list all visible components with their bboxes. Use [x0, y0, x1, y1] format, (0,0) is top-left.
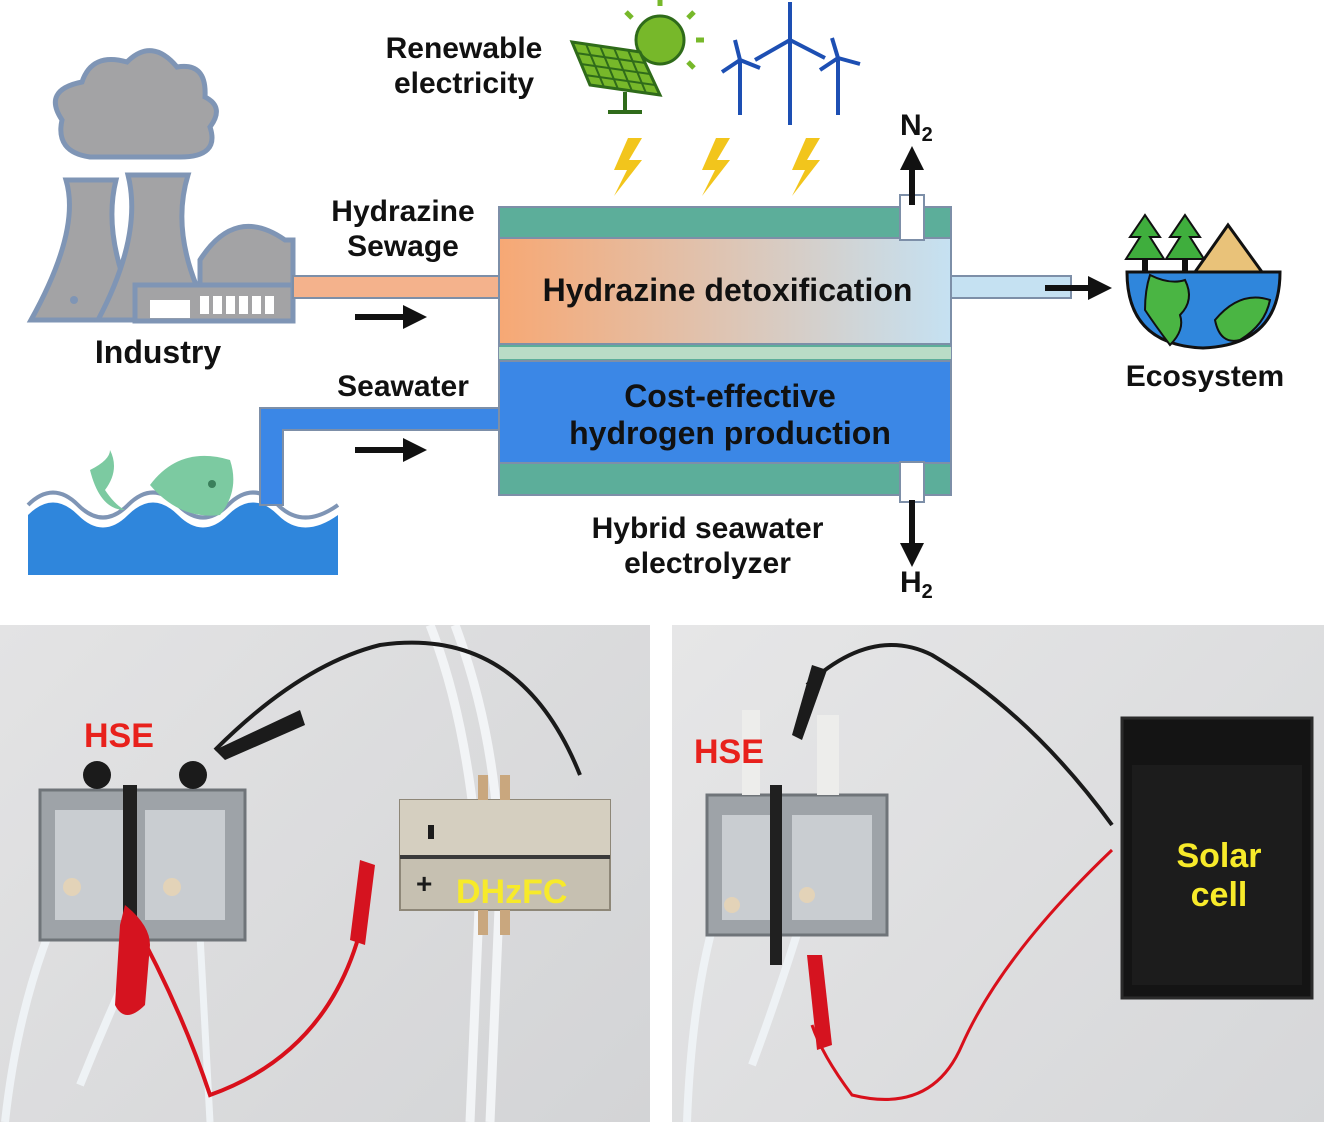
lightning-bolt-icon — [614, 138, 820, 196]
photo-hse-dhzfc: + HSE DHzFC — [0, 625, 650, 1122]
seawater-label: Seawater — [337, 370, 469, 403]
renewable-electricity-label: Renewable electricity — [364, 32, 564, 101]
renewable-line-1: Renewable — [385, 32, 543, 65]
hydrogen-line-2: hydrogen production — [569, 414, 891, 451]
electrolyzer-line-2: electrolyzer — [624, 546, 791, 580]
hydrazine-sewage-label: Hydrazine Sewage — [313, 195, 493, 264]
right-hse-label: HSE — [694, 733, 764, 771]
solar-line-1: Solar — [1176, 837, 1262, 875]
left-hse-label: HSE — [84, 717, 154, 755]
industry-icon — [26, 48, 296, 324]
hydrogen-production-label: Cost-effective hydrogen production — [505, 378, 955, 452]
solar-cell-label: Solar cell — [1154, 837, 1284, 915]
dhzfc-label: DHzFC — [456, 873, 568, 911]
svg-text:+: + — [416, 868, 432, 899]
hse-solar-setup — [683, 643, 1314, 1122]
hydrazine-detoxification-label: Hydrazine detoxification — [542, 272, 913, 308]
hydrogen-line-1: Cost-effective — [624, 378, 836, 414]
renewable-line-2: electricity — [393, 66, 535, 100]
hydrazine-sewage-line-2: Sewage — [347, 229, 459, 263]
electrolyzer-label: Hybrid seawater electrolyzer — [555, 512, 860, 581]
industry-label: Industry — [94, 334, 222, 370]
ecosystem-label: Ecosystem — [1125, 360, 1285, 393]
h2-label: H2 — [900, 566, 933, 603]
ecosystem-globe-icon — [1124, 213, 1282, 350]
fish-icon — [90, 450, 234, 516]
electrolyzer-line-1: Hybrid seawater — [591, 512, 824, 545]
schematic-diagram: N2 H2 — [26, 0, 1282, 603]
electrolyzer — [498, 194, 952, 503]
photo-hse-solar: HSE Solar cell — [672, 625, 1324, 1122]
solar-panel-icon — [569, 0, 704, 114]
solar-line-2: cell — [1190, 876, 1248, 915]
hydrazine-sewage-line-1: Hydrazine — [331, 195, 475, 228]
wind-turbine-icon — [720, 2, 861, 125]
n2-label: N2 — [900, 109, 933, 146]
hse-dhzfc-setup: + — [1, 625, 611, 1122]
seawater-pipe — [259, 407, 504, 506]
sewage-pipe — [292, 275, 504, 299]
